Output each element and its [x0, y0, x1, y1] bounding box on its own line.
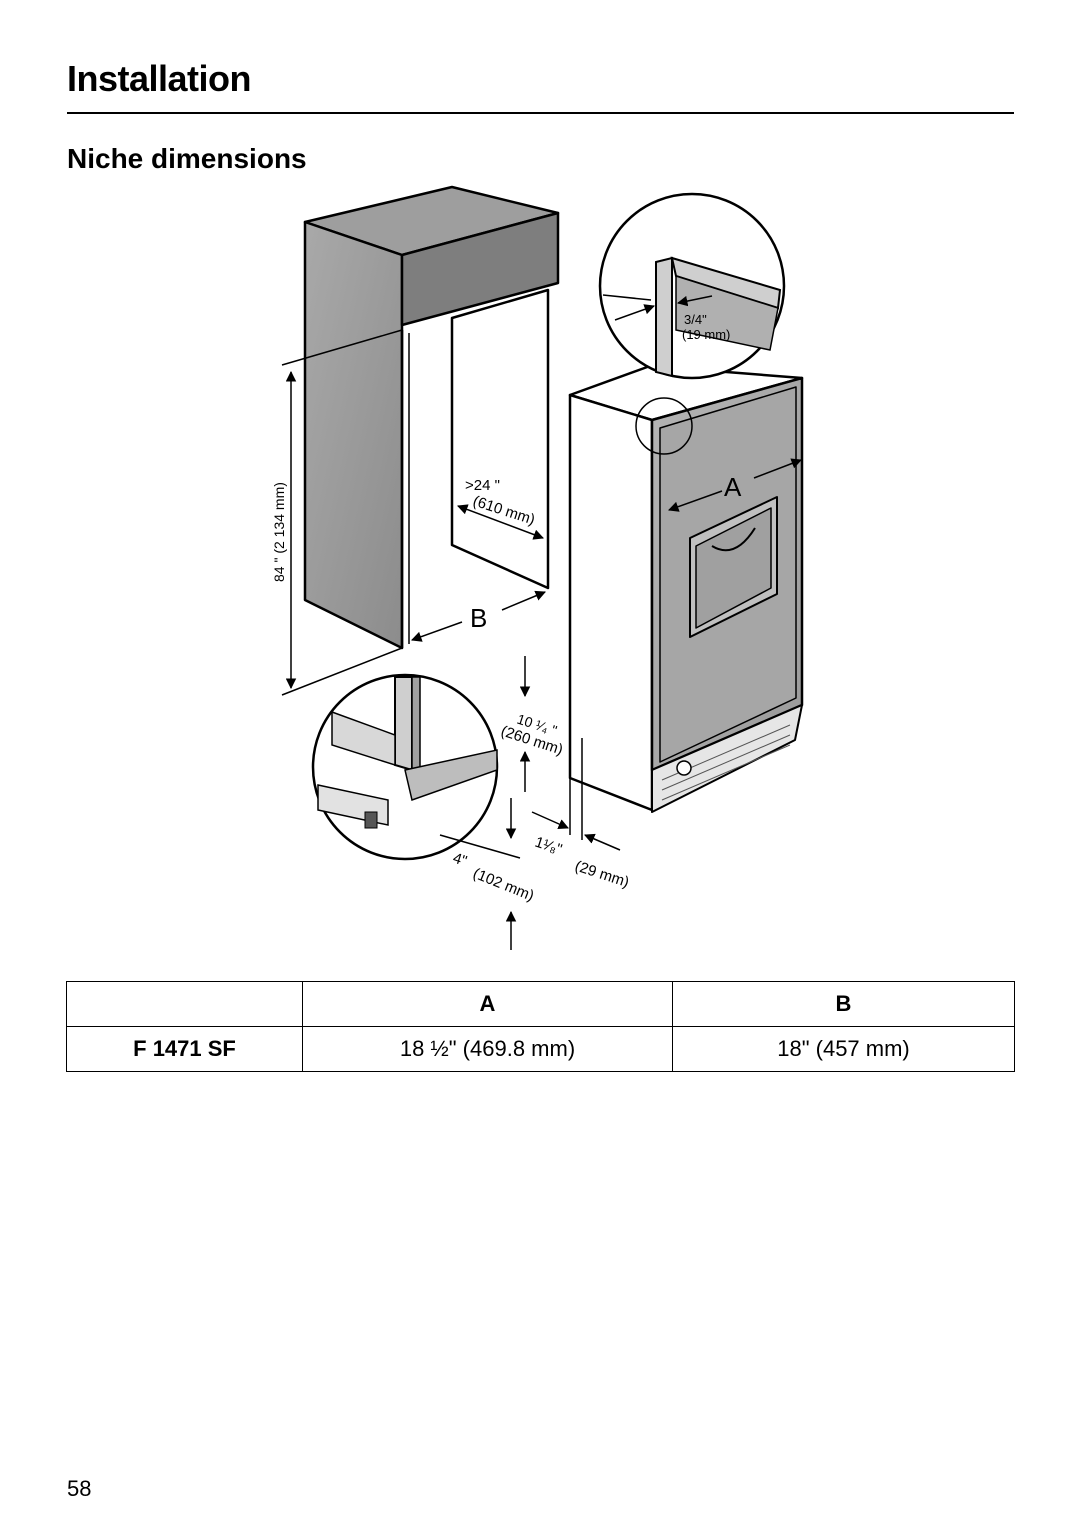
section-title: Installation — [67, 58, 252, 99]
gap-mm-label: (29 mm) — [573, 858, 631, 891]
panel-mm-label: (19 mm) — [682, 327, 730, 342]
model-cell: F 1471 SF — [66, 1026, 303, 1072]
table-header-model — [66, 981, 303, 1027]
dimensions-table: A B F 1471 SF 18 ½" (469.8 mm) 18" (457 … — [66, 981, 1015, 1072]
detail-marker — [635, 397, 693, 455]
a-label: A — [724, 472, 742, 502]
base-inch-label: 4" — [451, 850, 469, 870]
b-dimension — [411, 590, 546, 642]
lower-dimensions — [439, 656, 621, 950]
table-header-a: A — [302, 981, 673, 1027]
table-header-b: B — [672, 981, 1015, 1027]
niche-diagram: 84 " (2 134 mm) >24 " (610 mm) B A — [271, 185, 804, 950]
depth-dimension — [457, 504, 544, 540]
height-label: 84 " (2 134 mm) — [271, 482, 287, 582]
b-value-cell: 18" (457 mm) — [672, 1026, 1015, 1072]
page-number: 58 — [67, 1476, 92, 1501]
panel-detail — [598, 192, 786, 380]
refrigerator — [568, 364, 804, 813]
title-divider — [67, 112, 1014, 114]
depth-inch-label: >24 " — [465, 477, 500, 494]
a-dimension — [668, 458, 802, 512]
a-value-cell: 18 ½" (469.8 mm) — [302, 1026, 673, 1072]
base-mm-label: (102 mm) — [471, 865, 537, 905]
gap-inch-label: 1¹⁄₈" — [533, 834, 564, 859]
panel-inch-label: 3/4" — [684, 312, 707, 327]
table-header-row: A B — [66, 981, 1015, 1027]
b-label: B — [470, 603, 487, 633]
table-row: F 1471 SF 18 ½" (469.8 mm) 18" (457 mm) — [66, 1026, 1015, 1072]
height-dimension — [281, 329, 403, 696]
plinth-detail — [311, 673, 499, 861]
subtitle: Niche dimensions — [67, 143, 307, 174]
niche-cabinet — [303, 185, 560, 650]
